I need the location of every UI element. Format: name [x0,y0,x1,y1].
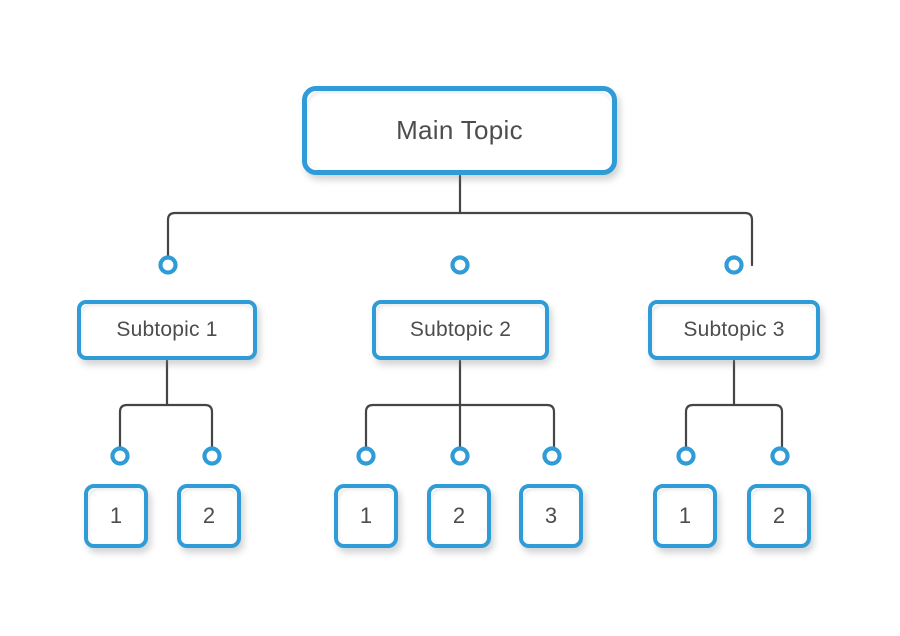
connector-dot-leaf-2-0 [676,446,696,466]
node-leaf-2-3[interactable]: 3 [519,484,583,548]
node-leaf-3-2-label: 2 [772,503,786,528]
node-leaf-2-2[interactable]: 2 [427,484,491,548]
node-leaf-2-1[interactable]: 1 [334,484,398,548]
connector-dot-branch-2 [724,255,744,275]
connector-dot-leaf-1-0 [356,446,376,466]
node-subtopic-3[interactable]: Subtopic 3 [648,300,820,360]
node-leaf-3-1-label: 1 [678,503,692,528]
connector-dot-leaf-1-1 [450,446,470,466]
node-main-topic[interactable]: Main Topic [302,86,617,175]
node-leaf-2-1-label: 1 [359,503,373,528]
node-subtopic-2-label: Subtopic 2 [409,318,512,341]
edge-branch-1-rail [364,403,556,457]
node-leaf-2-2-label: 2 [452,503,466,528]
edge-root-rail [166,211,754,267]
node-subtopic-3-label: Subtopic 3 [683,318,785,341]
node-leaf-1-2-label: 2 [202,503,216,528]
node-subtopic-1-label: Subtopic 1 [116,318,218,341]
connector-dot-leaf-2-1 [770,446,790,466]
node-leaf-1-1[interactable]: 1 [84,484,148,548]
edge-branch-2-rail [684,403,784,457]
edge-branch-0-rail [118,403,214,457]
node-main-topic-label: Main Topic [396,115,523,145]
node-leaf-3-1[interactable]: 1 [653,484,717,548]
node-leaf-1-1-label: 1 [109,503,123,528]
node-leaf-2-3-label: 3 [544,503,558,528]
connector-dot-branch-1 [450,255,470,275]
node-subtopic-2[interactable]: Subtopic 2 [372,300,549,360]
connector-dot-leaf-0-1 [202,446,222,466]
connector-dot-leaf-1-2 [542,446,562,466]
node-leaf-1-2[interactable]: 2 [177,484,241,548]
node-subtopic-1[interactable]: Subtopic 1 [77,300,257,360]
node-leaf-3-2[interactable]: 2 [747,484,811,548]
connector-dot-leaf-0-0 [110,446,130,466]
connector-dot-branch-0 [158,255,178,275]
